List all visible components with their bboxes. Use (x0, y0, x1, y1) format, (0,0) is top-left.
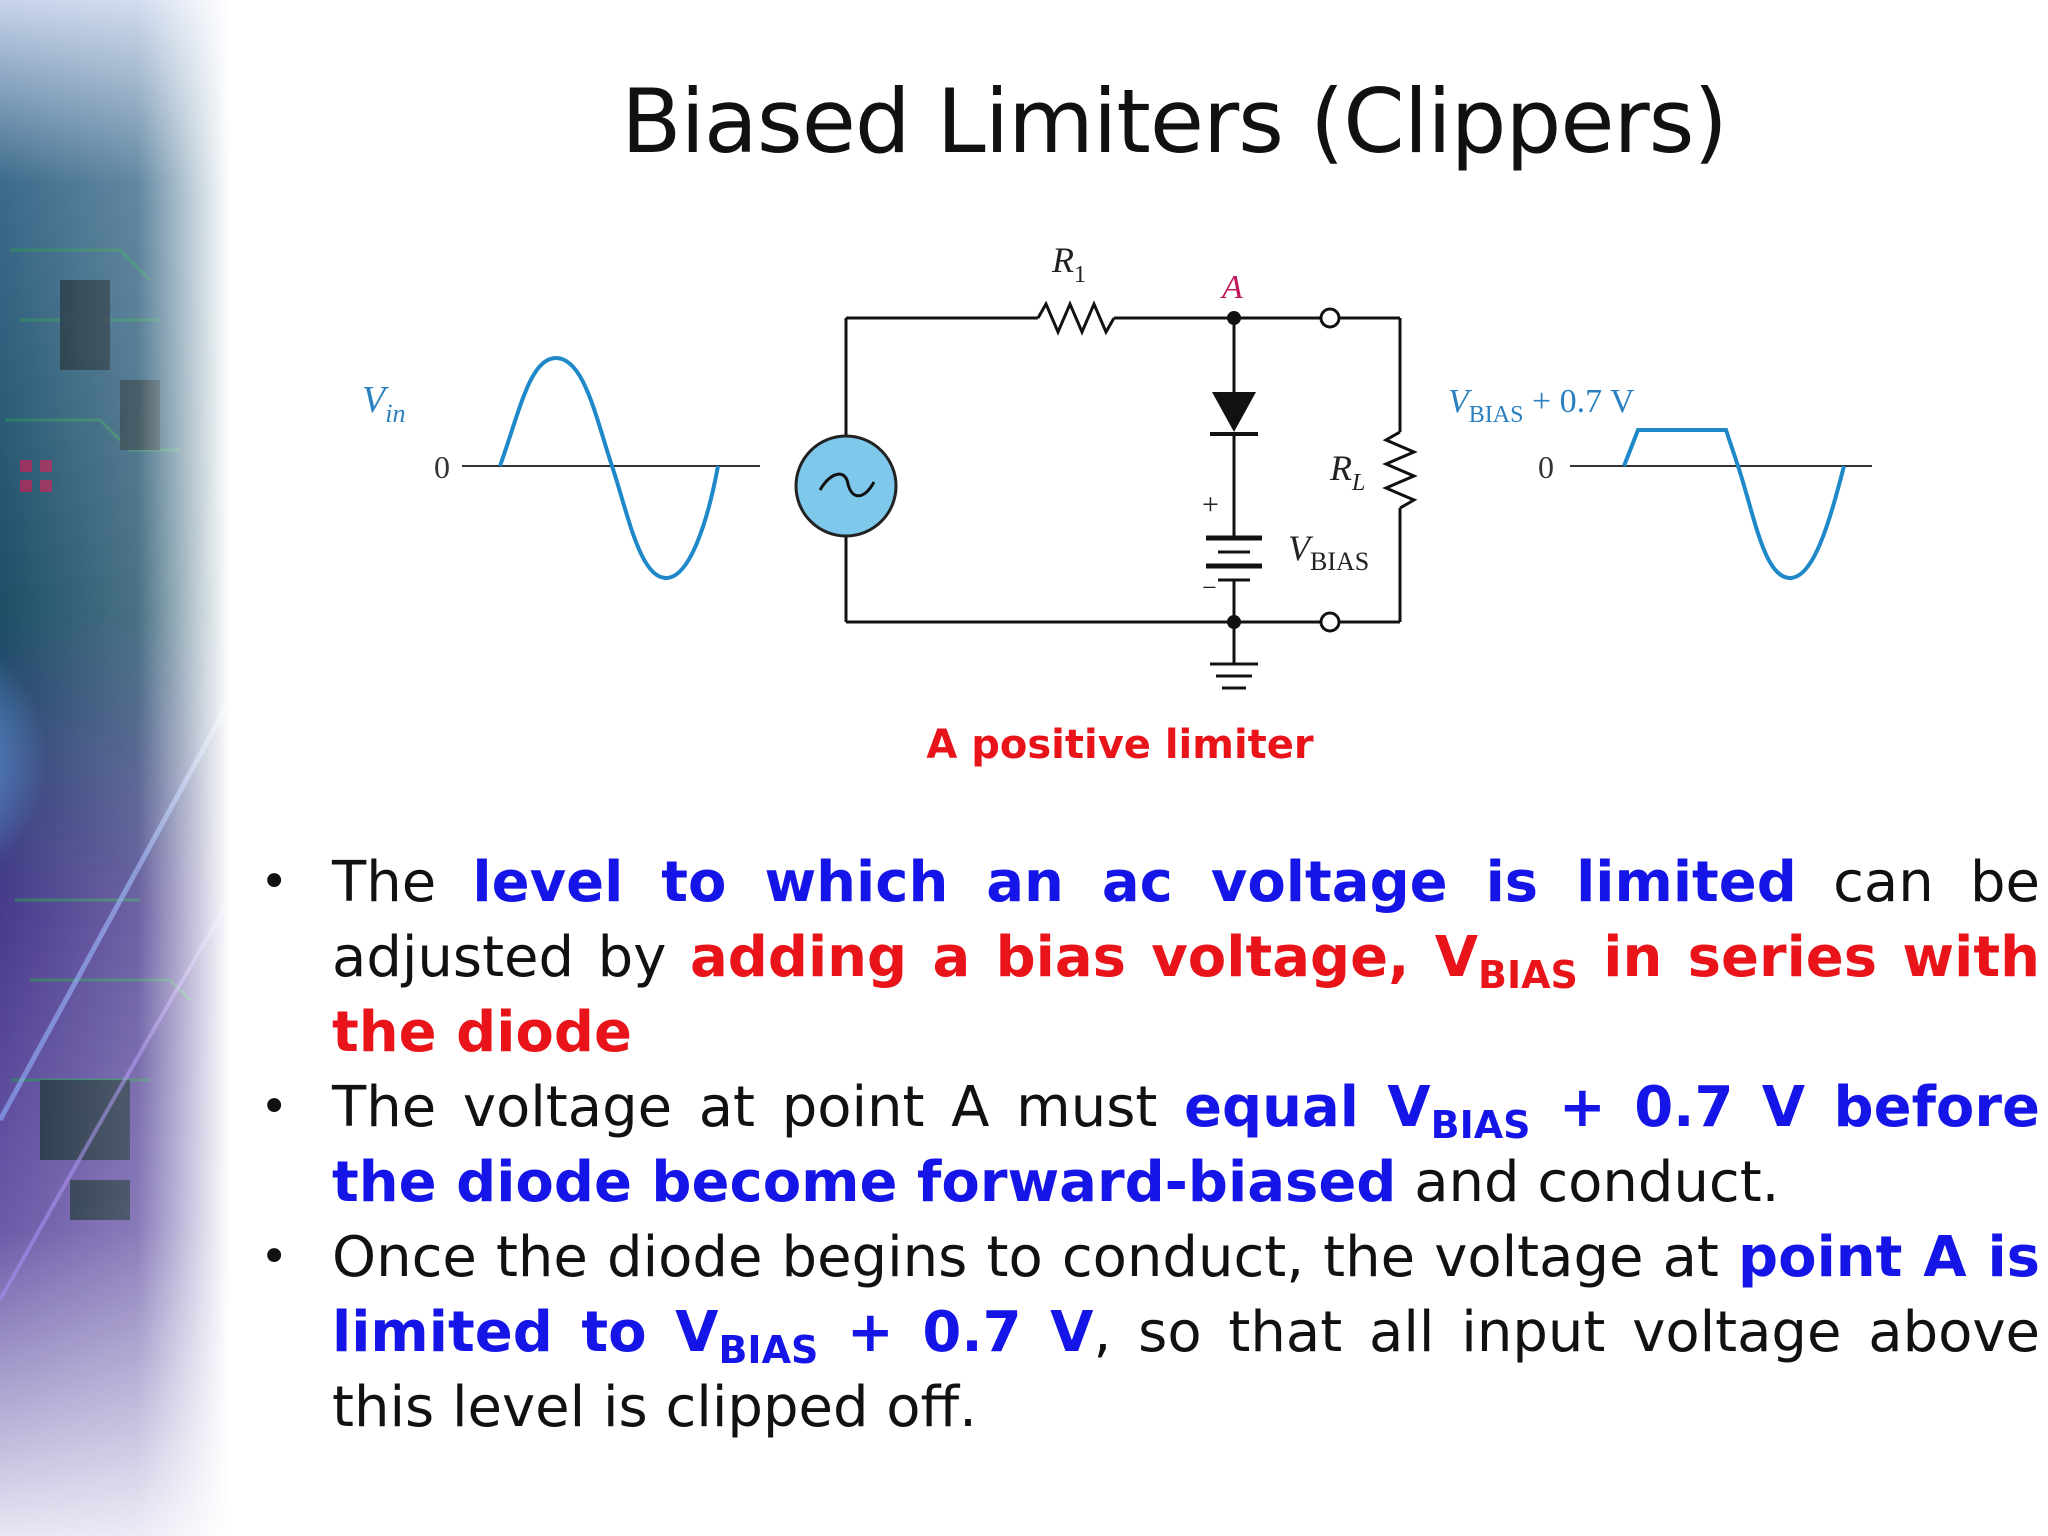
decorative-side-banner (0, 0, 230, 1536)
bullet-item-2: • The voltage at point A must equal VBIA… (250, 1070, 2040, 1220)
r1-resistor-icon (1036, 300, 1116, 336)
r1-label: R1 (1051, 240, 1086, 288)
output-top-terminal (1319, 307, 1341, 329)
ac-source-icon (794, 434, 898, 538)
rl-resistor-icon (1382, 430, 1418, 510)
slide-title: Biased Limiters (Clippers) (621, 70, 1728, 173)
bullet-list: • The level to which an ac voltage is li… (250, 845, 2040, 1445)
input-label: Vin (362, 379, 405, 428)
bullet-marker: • (260, 1229, 289, 1285)
bullet-item-3: • Once the diode begins to conduct, the … (250, 1220, 2040, 1445)
bullet-item-1: • The level to which an ac voltage is li… (250, 845, 2040, 1070)
diode-icon (1212, 392, 1256, 432)
vbias-label: VBIAS (1288, 528, 1369, 576)
output-zero-label: 0 (1538, 449, 1554, 485)
ac-source-tilde (818, 472, 876, 498)
diagram-caption: A positive limiter (926, 722, 1314, 768)
output-bottom-terminal (1319, 611, 1341, 633)
battery-plus: + (1202, 488, 1219, 521)
ground-node-dot (1227, 615, 1241, 629)
input-sine-wave (498, 355, 720, 581)
rl-label: RL (1329, 448, 1365, 496)
bullet-marker: • (260, 854, 289, 910)
bullet-marker: • (260, 1079, 289, 1135)
input-zero-label: 0 (434, 449, 450, 485)
node-a-label: A (1220, 269, 1243, 306)
battery-minus: − (1202, 573, 1217, 602)
output-clipped-wave (1622, 428, 1846, 581)
ground-icon (1210, 662, 1258, 690)
output-level-label: VBIAS + 0.7 V (1448, 383, 1635, 428)
